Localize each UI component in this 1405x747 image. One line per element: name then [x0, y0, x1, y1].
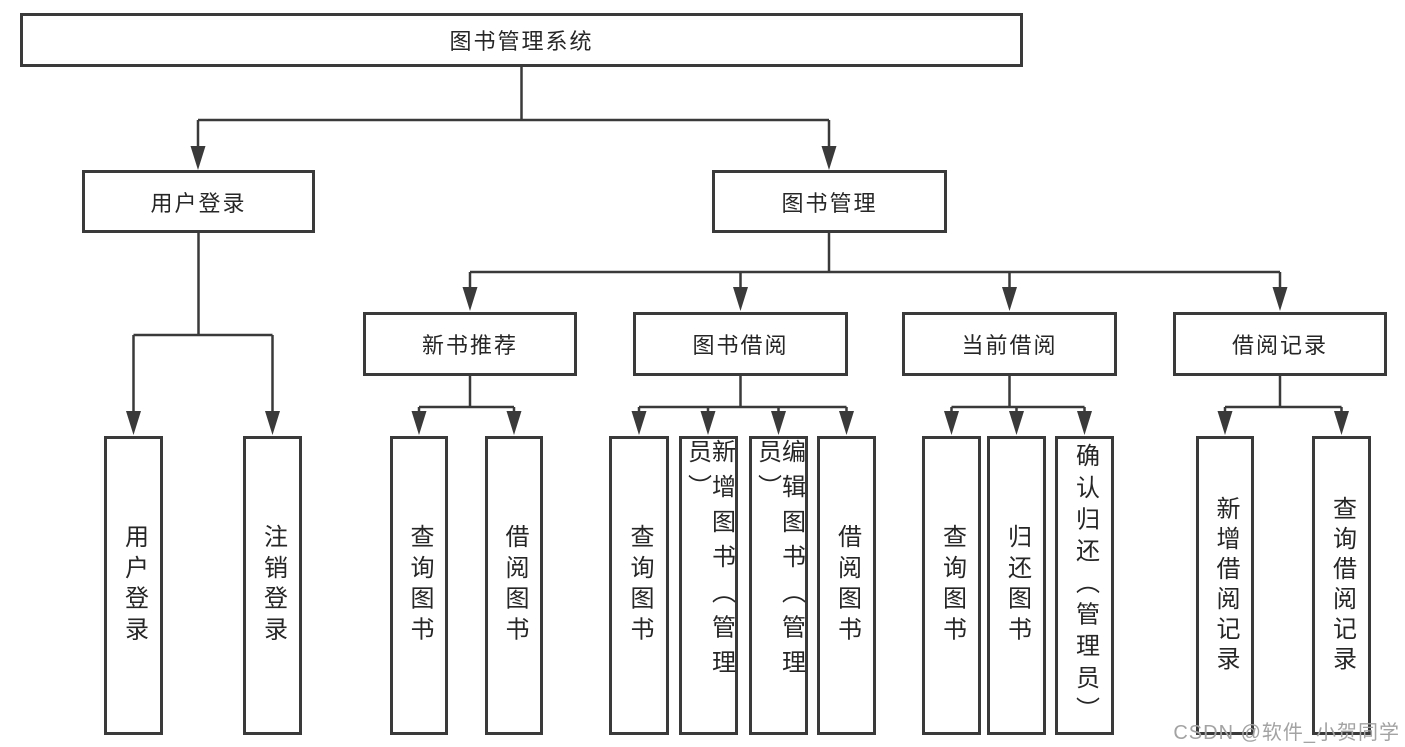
node-leaf-br-query-record: 查询借阅记录 — [1312, 436, 1371, 735]
watermark: CSDN @软件_小贺同学 — [1173, 722, 1400, 744]
node-leaf-br-add-record-label: 新增借阅记录 — [1212, 495, 1239, 676]
node-leaf-cb-query-books-label: 查询图书 — [938, 524, 966, 647]
node-root-label: 图书管理系统 — [449, 29, 594, 54]
node-leaf-cb-confirm-return-admin: 确认归还（管理员） — [1055, 436, 1114, 735]
node-root: 图书管理系统 — [20, 13, 1023, 67]
node-leaf-br-add-record: 新增借阅记录 — [1196, 436, 1254, 735]
node-leaf-bb-borrow-books: 借阅图书 — [817, 436, 876, 735]
node-book-borrowing: 图书借阅 — [633, 312, 848, 376]
node-leaf-bb-edit-books-admin-label: 编辑图书（管理员） — [753, 439, 805, 685]
node-leaf-bb-query-books-label: 查询图书 — [626, 524, 653, 647]
node-leaf-br-query-record-label: 查询借阅记录 — [1328, 495, 1356, 676]
node-leaf-cb-confirm-return-admin-label: 确认归还（管理员） — [1071, 442, 1099, 729]
node-borrowing-records-label: 借阅记录 — [1231, 333, 1328, 358]
node-leaf-logout-label: 注销登录 — [259, 524, 287, 647]
node-leaf-bb-add-books-admin-label: 新增图书（管理员） — [683, 439, 735, 685]
node-book-borrowing-label: 图书借阅 — [692, 333, 789, 358]
node-leaf-nb-borrow-books: 借阅图书 — [485, 436, 543, 735]
node-leaf-nb-borrow-books-label: 借阅图书 — [501, 524, 528, 647]
node-book-management-label: 图书管理 — [781, 190, 878, 216]
node-leaf-logout: 注销登录 — [243, 436, 302, 735]
node-leaf-cb-query-books: 查询图书 — [922, 436, 981, 735]
node-current-borrowing: 当前借阅 — [902, 312, 1117, 376]
node-new-book-recommend-label: 新书推荐 — [421, 333, 518, 358]
node-leaf-bb-edit-books-admin: 编辑图书（管理员） — [749, 436, 808, 735]
node-leaf-nb-query-books-label: 查询图书 — [406, 524, 433, 647]
node-leaf-user-login-label: 用户登录 — [120, 524, 148, 647]
node-user-login-label: 用户登录 — [150, 190, 247, 216]
node-leaf-nb-query-books: 查询图书 — [390, 436, 448, 735]
node-borrowing-records: 借阅记录 — [1173, 312, 1387, 376]
node-leaf-bb-borrow-books-label: 借阅图书 — [833, 524, 861, 647]
arrowheads — [126, 146, 1349, 435]
node-leaf-user-login: 用户登录 — [104, 436, 163, 735]
node-book-management: 图书管理 — [712, 170, 947, 233]
node-leaf-cb-return-books: 归还图书 — [987, 436, 1046, 735]
node-current-borrowing-label: 当前借阅 — [961, 333, 1058, 358]
node-leaf-bb-query-books: 查询图书 — [609, 436, 669, 735]
node-new-book-recommend: 新书推荐 — [363, 312, 577, 376]
node-user-login: 用户登录 — [82, 170, 315, 233]
node-leaf-bb-add-books-admin: 新增图书（管理员） — [679, 436, 738, 735]
node-leaf-cb-return-books-label: 归还图书 — [1003, 524, 1031, 647]
